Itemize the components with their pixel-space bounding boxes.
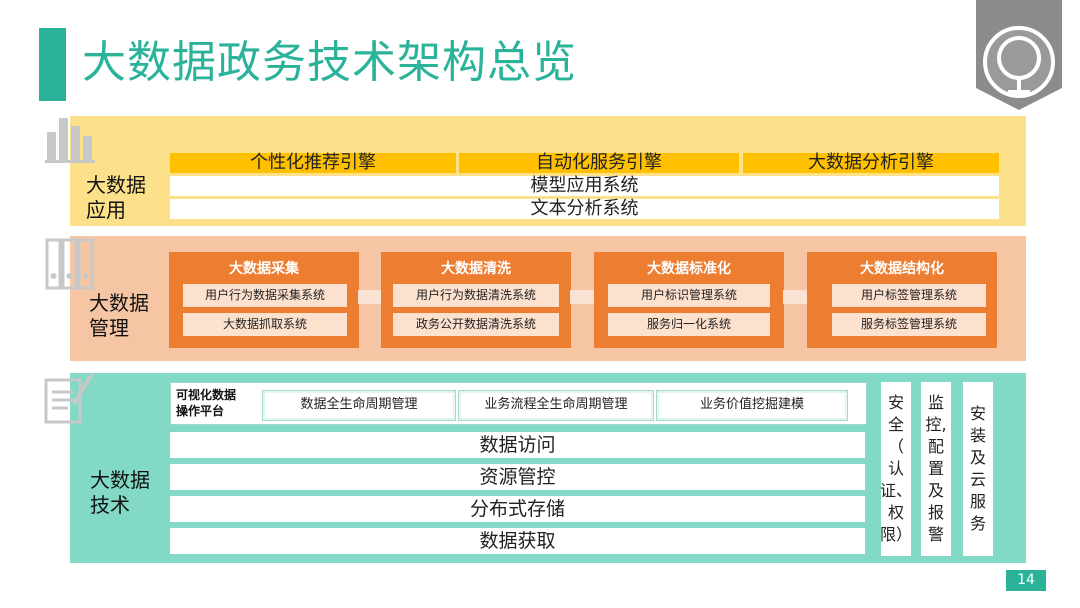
side-box-char: （ [888, 437, 905, 456]
title-accent-bar [39, 28, 66, 101]
mgmt-item: 用户行为数据清洗系统 [393, 284, 559, 307]
tech-row-data-access: 数据访问 [170, 432, 865, 458]
page-title: 大数据政务技术架构总览 [82, 37, 577, 88]
mgmt-box-structuring: 大数据结构化 用户标签管理系统 服务标签管理系统 [807, 252, 997, 348]
side-box-installation-cloud: 安 装 及 云 服 务 [963, 382, 993, 556]
side-box-char: 服 [969, 492, 986, 511]
mgmt-item: 用户标识管理系统 [608, 284, 770, 307]
side-box-char: 全 [888, 415, 905, 434]
side-box-char: 安 [888, 393, 905, 412]
bar-chart-icon [45, 118, 95, 163]
tech-row-data-acquisition: 数据获取 [170, 528, 865, 554]
side-box-char: 监 [927, 393, 944, 412]
technology-label-line2: 技术 [90, 493, 130, 517]
side-box-char: 装 [969, 426, 986, 445]
mgmt-box-cleansing: 大数据清洗 用户行为数据清洗系统 政务公开数据清洗系统 [381, 252, 571, 348]
mgmt-box-title: 大数据采集 [229, 261, 299, 277]
side-box-char: 控, [925, 415, 947, 434]
viz-item-value-mining: 业务价值挖掘建模 [656, 390, 848, 421]
viz-platform-label: 可视化数据 操作平台 [176, 387, 260, 421]
mgmt-item: 用户标签管理系统 [832, 284, 986, 307]
management-label-line1: 大数据 [89, 291, 149, 315]
globe-icon [976, 0, 1062, 110]
app-row-model-application: 模型应用系统 [170, 176, 999, 196]
side-box-char: 置 [927, 459, 944, 478]
side-box-char: 证、 [880, 481, 913, 500]
application-label-line1: 大数据 [86, 173, 146, 197]
technology-label-line1: 大数据 [90, 468, 150, 492]
side-box-char: 认 [888, 459, 905, 478]
viz-platform-label-line2: 操作平台 [176, 404, 225, 418]
engine-big-data-analysis: 大数据分析引擎 [743, 153, 999, 173]
side-box-char: 务 [969, 514, 986, 533]
side-box-security: 安 全 （ 认 证、 权 限） [880, 382, 913, 556]
page-number: 14 [1006, 570, 1046, 591]
mgmt-item: 服务标签管理系统 [832, 313, 986, 336]
app-row-text-analysis: 文本分析系统 [170, 199, 999, 219]
binders-icon [45, 238, 94, 290]
engine-personalized-recommendation: 个性化推荐引擎 [170, 153, 456, 173]
side-box-char: 及 [969, 448, 986, 467]
mgmt-box-title: 大数据结构化 [860, 261, 944, 277]
side-box-char: 警 [927, 525, 944, 544]
engine-automated-service: 自动化服务引擎 [459, 153, 739, 173]
document-edit-icon [44, 372, 94, 424]
application-label-line2: 应用 [86, 198, 126, 222]
management-label-line2: 管理 [89, 316, 129, 340]
mgmt-box-standardization: 大数据标准化 用户标识管理系统 服务归一化系统 [594, 252, 784, 348]
mgmt-item: 用户行为数据采集系统 [183, 284, 347, 307]
tech-row-distributed-storage: 分布式存储 [170, 496, 865, 522]
mgmt-box-collection: 大数据采集 用户行为数据采集系统 大数据抓取系统 [169, 252, 359, 348]
viz-item-data-lifecycle: 数据全生命周期管理 [262, 390, 456, 421]
side-box-char: 权 [888, 503, 905, 522]
viz-item-process-lifecycle: 业务流程全生命周期管理 [458, 390, 654, 421]
side-box-char: 配 [927, 437, 944, 456]
mgmt-item: 政务公开数据清洗系统 [393, 313, 559, 336]
side-box-char: 及 [927, 481, 944, 500]
mgmt-box-title: 大数据清洗 [441, 261, 511, 277]
side-box-char: 安 [969, 404, 986, 423]
side-box-char: 报 [927, 503, 944, 522]
viz-platform-label-line1: 可视化数据 [176, 388, 237, 402]
mgmt-item: 服务归一化系统 [608, 313, 770, 336]
side-box-char: 限） [880, 525, 913, 544]
side-box-monitoring: 监 控, 配 置 及 报 警 [921, 382, 951, 556]
mgmt-box-title: 大数据标准化 [647, 261, 731, 277]
tech-row-resource-control: 资源管控 [170, 464, 865, 490]
side-box-char: 云 [969, 470, 986, 489]
mgmt-item: 大数据抓取系统 [183, 313, 347, 336]
